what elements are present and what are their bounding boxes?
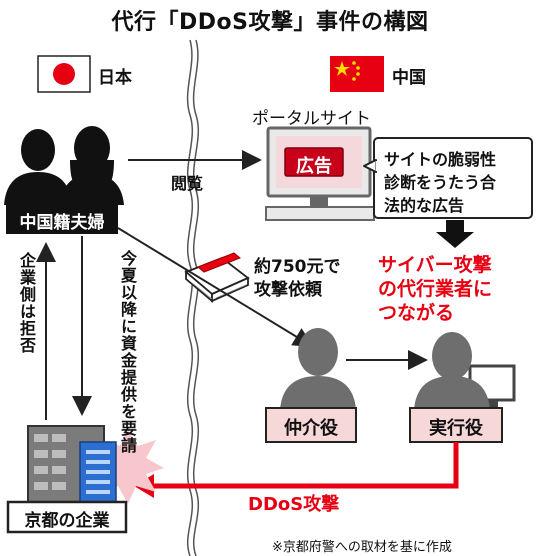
browse-label: 閲覧 — [171, 174, 204, 193]
money-stack-icon — [184, 252, 250, 303]
source-note: ※京都府警への取材を基に作成 — [272, 540, 452, 555]
request-line-1: 約750元で — [254, 257, 341, 277]
ddos-label: DDoS攻撃 — [248, 494, 340, 515]
callout-box — [363, 137, 533, 219]
japan-label: 日本 — [98, 68, 132, 88]
executor-person-icon — [414, 332, 516, 410]
china-flag-icon — [330, 56, 384, 92]
executor-box — [409, 407, 503, 443]
portal-label: ポータルサイト — [252, 109, 371, 129]
warning-line-2: の代行業者に — [378, 278, 493, 300]
down-arrow — [436, 220, 474, 248]
computer-monitor-icon — [265, 126, 375, 221]
request-line-2: 攻撃依頼 — [254, 280, 322, 300]
company-label: 京都の企業 — [24, 511, 110, 531]
request-arrow — [117, 227, 314, 348]
company-building-icon — [27, 425, 117, 505]
broker-label: 仲介役 — [284, 418, 338, 439]
border-line — [186, 39, 194, 556]
warning-line-3: つながる — [378, 302, 455, 324]
page-title: 代行「DDoS攻撃」事件の構図 — [111, 10, 429, 35]
japan-flag-icon — [37, 55, 91, 93]
broker-box — [265, 407, 357, 443]
callout-line-1: サイトの脆弱性 — [384, 150, 497, 169]
broker-person-icon — [280, 328, 356, 410]
china-label: 中国 — [392, 68, 426, 88]
funding-demand-text: 今夏以降に資金提供を要請 — [118, 250, 137, 454]
warning-line-1: サイバー攻撃 — [378, 254, 492, 276]
company-label-box — [6, 500, 128, 534]
couple-label: 中国籍夫婦 — [19, 213, 105, 233]
couple-label-box — [6, 204, 118, 234]
callout-line-2: 診断をうたう合 — [384, 173, 497, 192]
border-line-2 — [192, 39, 200, 556]
ad-label: 広告 — [296, 156, 332, 177]
company-refuse-text: 企業側は拒否 — [17, 252, 36, 354]
callout-line-3: 法的な広告 — [384, 196, 465, 215]
executor-label: 実行役 — [429, 418, 483, 439]
couple-icon — [4, 126, 124, 205]
ddos-arrow — [150, 442, 459, 489]
